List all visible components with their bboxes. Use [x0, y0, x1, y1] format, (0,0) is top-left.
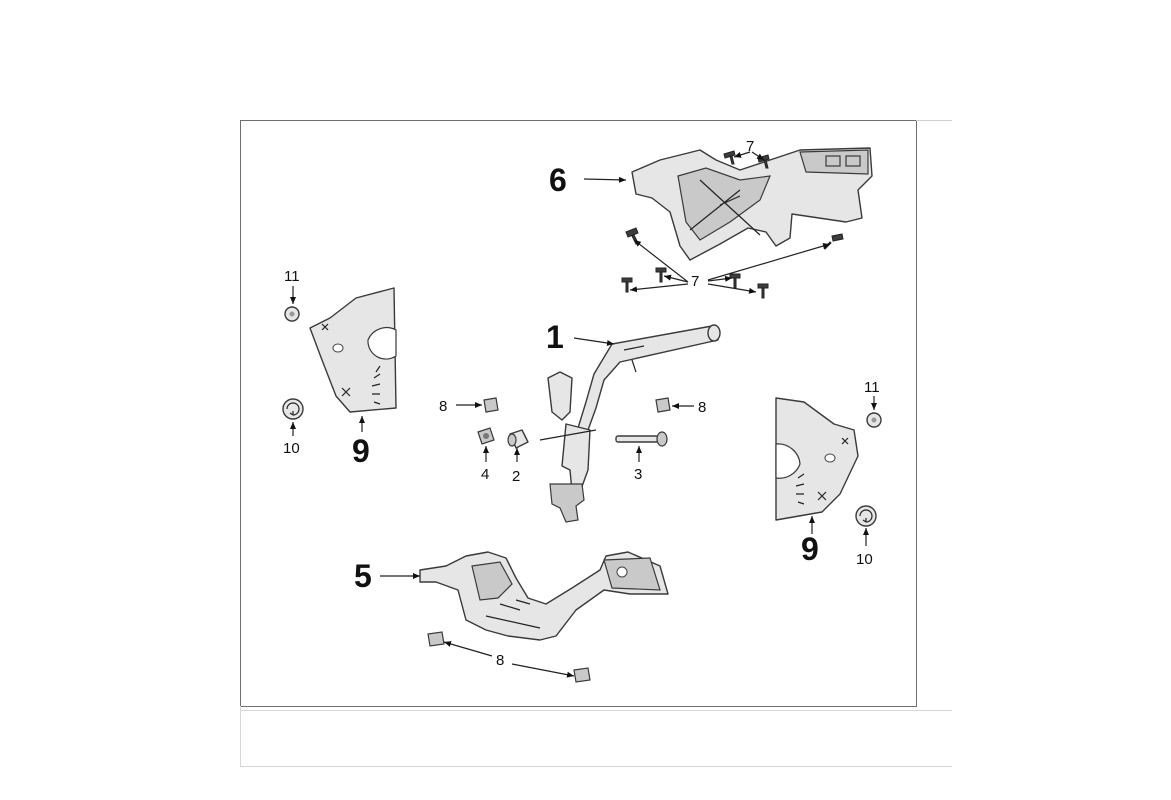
part-10-right-washer	[855, 505, 877, 527]
part-5-lower-bracket	[419, 551, 669, 641]
part-1-steering-tube	[539, 324, 721, 523]
callout-9-right: 9	[801, 531, 819, 567]
callout-10-left: 10	[283, 440, 300, 457]
callout-5: 5	[354, 558, 372, 594]
callout-7-top: 7	[746, 138, 754, 155]
callout-7-bottom: 7	[691, 273, 699, 290]
callout-9-left: 9	[352, 433, 370, 469]
part-9-left-side-panel	[309, 287, 397, 413]
part-4-nut	[477, 427, 495, 445]
callout-3: 3	[634, 466, 642, 483]
part-2-bushing	[507, 429, 529, 449]
callout-1: 1	[546, 319, 564, 355]
callout-2: 2	[512, 468, 520, 485]
part-10-left-washer	[282, 398, 304, 420]
leader-lines	[290, 151, 877, 678]
part-11-left-clip	[284, 306, 300, 322]
callout-10-right: 10	[856, 551, 873, 568]
diagram-frame	[240, 120, 917, 707]
part-8-screws-bracket	[427, 631, 591, 683]
callout-11-right: 11	[864, 379, 880, 396]
part-11-right-clip	[866, 412, 882, 428]
callout-6: 6	[549, 162, 567, 198]
part-8-screws-column	[483, 397, 671, 413]
part-3-bolt	[615, 431, 668, 447]
callout-labels: 6 7 7 1 8 8 4 2 3 11 10 9 11 9 10 5 8	[283, 138, 880, 669]
callout-11-left: 11	[284, 268, 300, 285]
callout-8-bottom: 8	[496, 652, 504, 669]
callout-8-right: 8	[698, 399, 706, 416]
part-6-upper-cover	[631, 147, 873, 261]
callout-8-left: 8	[439, 398, 447, 415]
callout-4: 4	[481, 466, 489, 483]
part-9-right-side-panel	[775, 397, 859, 521]
